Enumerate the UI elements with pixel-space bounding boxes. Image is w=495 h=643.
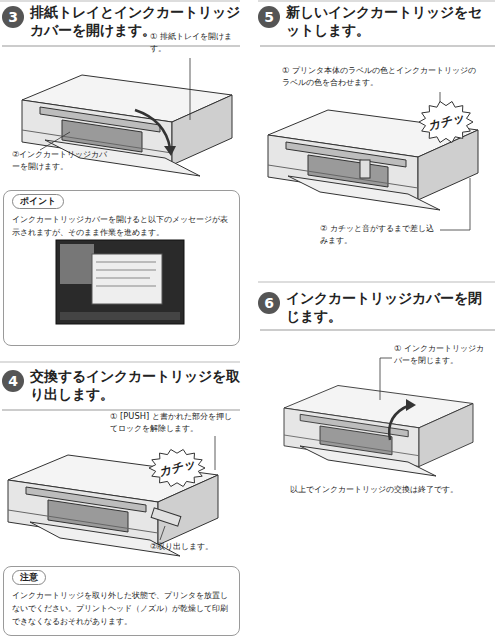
screen-image [60,244,94,284]
output-tray [300,446,436,476]
open-arrow [135,110,170,148]
callout-text: ① プリンタ本体のラベルの色とインクカートリッジのラベルの色を合わせます。 [282,64,478,88]
step-number: 5 [258,6,280,28]
step-title: インクカートリッジカバーを閉じます。 [286,290,492,326]
arrow-head [164,146,176,156]
leader-line [190,58,191,120]
step-heading: 4 交換するインクカートリッジを取り出します。 [2,368,240,404]
note-body: インクカートリッジカバーを開けると以下のメッセージが表示されますが、そのまま作業… [12,213,231,239]
leader-line [215,436,216,470]
message-dialog [92,254,162,304]
callout-text: ②取り出します。 [150,540,230,552]
callout-text: ① インクカートリッジカバーを閉じます。 [394,342,490,366]
callout-text: ① 排紙トレイを開けます。 [150,30,238,54]
dialog-line [96,262,156,263]
section-rule [258,1,495,2]
screen-bar [60,312,180,320]
note-heading: 注意 [12,570,46,585]
arrow-head [406,399,416,411]
step-number: 4 [2,370,24,392]
leader-line [160,526,165,540]
sound-burst: カチッ [148,448,206,488]
note-box: 注意インクカートリッジを取り外した状態で、プリンタを放置しないでください。プリン… [3,566,240,636]
dialog-line [96,286,156,287]
output-tray [288,176,440,210]
title-rule [260,330,495,331]
printer [284,386,473,467]
step-number: 3 [2,6,24,28]
leader-line [380,358,392,400]
callout-text: ② カチッと音がするまで差し込みます。 [320,222,440,246]
callout-text: ① [PUSH] と書かれた部分を押してロックを解除します。 [110,410,238,434]
step-number: 6 [258,292,280,314]
note-heading: ポイント [12,194,64,209]
leader-line [40,132,70,150]
title-rule [2,46,240,47]
ink-cartridge [360,160,370,178]
step-heading: 5 新しいインクカートリッジをセットします。 [258,4,492,40]
step-heading: 6 インクカートリッジカバーを閉じます。 [258,290,492,326]
title-rule [260,46,495,47]
section-rule [258,282,495,283]
dialog-line [96,270,156,271]
dialog-line [96,278,150,279]
closing-note: 以上でインクカートリッジの交換は終了です。 [290,483,490,495]
screen [56,240,184,324]
title-rule [2,410,240,411]
section-rule [0,362,240,363]
note-box: ポイントインクカートリッジカバーを開けると以下のメッセージが表示されますが、その… [3,190,240,346]
step-title: 新しいインクカートリッジをセットします。 [286,4,492,40]
sound-burst: カチッ [418,100,474,144]
note-body: インクカートリッジを取り外した状態で、プリンタを放置しないでください。プリントヘ… [12,589,231,628]
leader-line [440,178,470,230]
step-title: 交換するインクカートリッジを取り出します。 [30,368,240,404]
section-rule [0,1,240,2]
ink-cartridge [151,508,181,526]
callout-text: ②インクカートリッジカバーを開けます。 [12,148,112,172]
